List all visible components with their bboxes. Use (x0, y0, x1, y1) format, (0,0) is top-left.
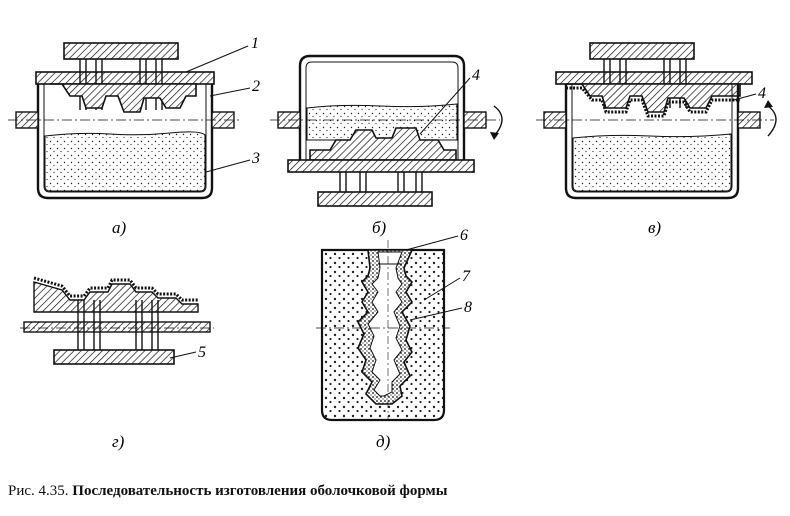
panel-g-diagram (20, 276, 214, 365)
callout-5: 5 (198, 344, 206, 361)
callout-4-v: 4 (758, 85, 766, 102)
panel-a-label: а) (112, 218, 127, 237)
caption-title: Последовательность изготовления оболочко… (72, 483, 448, 499)
panel-v-diagram (536, 42, 777, 200)
panel-v-label: в) (648, 218, 661, 237)
caption-prefix: Рис. 4.35. (8, 483, 69, 499)
callout-4-b: 4 (472, 67, 480, 84)
figure-canvas: а) б) в) г) д) 1 2 3 4 4 5 6 7 8 (8, 35, 777, 451)
panel-b-label: б) (372, 218, 387, 237)
panel-b-diagram (270, 54, 503, 207)
panel-a-diagram (8, 42, 251, 200)
panel-d-diagram (316, 235, 463, 422)
callout-8: 8 (464, 299, 472, 316)
callout-2: 2 (252, 78, 260, 95)
callout-7: 7 (462, 268, 471, 285)
figure-caption: Рис. 4.35. Последовательность изготовлен… (8, 483, 447, 500)
callout-3: 3 (251, 150, 260, 167)
panel-g-label: г) (112, 432, 125, 451)
panel-d-label: д) (376, 432, 391, 451)
callout-1: 1 (251, 35, 259, 52)
callout-6: 6 (460, 227, 468, 244)
